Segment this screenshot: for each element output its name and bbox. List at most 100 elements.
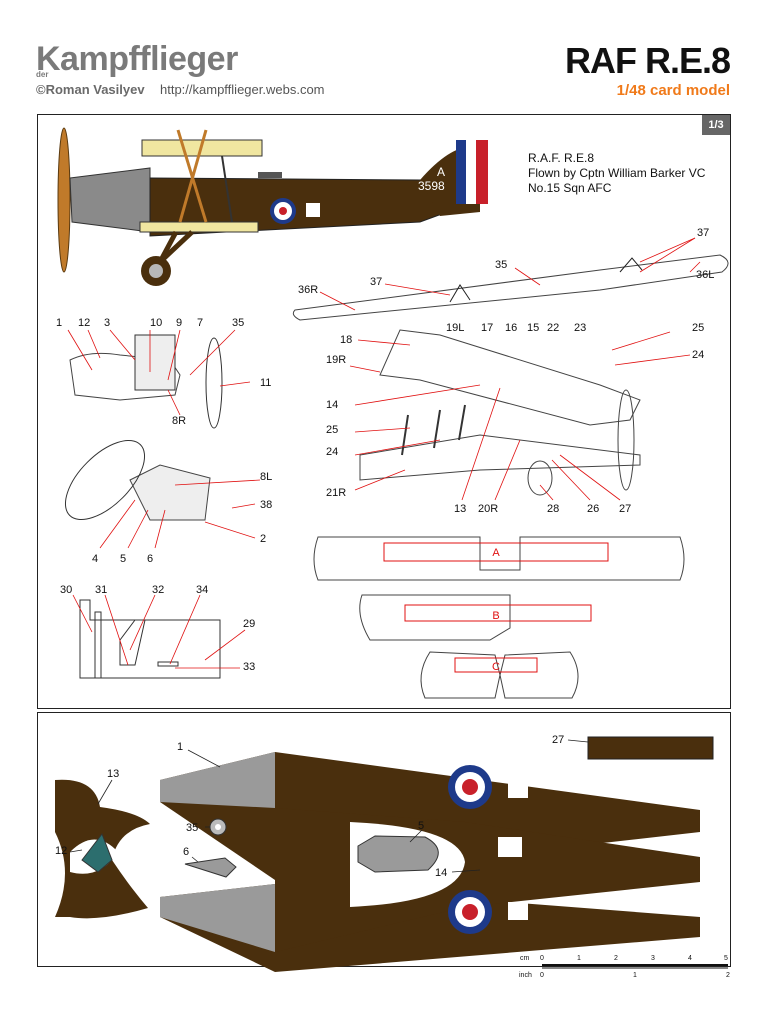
brand-prefix: der	[36, 70, 49, 79]
label-assembly-19r: 19R	[326, 354, 346, 366]
label-assembly-18: 18	[340, 334, 352, 346]
part-6-exhaust	[184, 857, 237, 878]
part-12-windscreen	[81, 832, 113, 873]
template-c-label: C	[492, 661, 500, 673]
label-sheet-1: 1	[177, 741, 183, 753]
scale-inch-2: 2	[726, 972, 730, 979]
label-engine-1: 1	[56, 317, 62, 329]
label-engine-8l: 8L	[260, 471, 272, 483]
label-engine-10: 10	[150, 317, 162, 329]
label-assembly-22: 22	[547, 322, 559, 334]
page-subtitle: 1/48 card model	[616, 82, 730, 99]
label-seat-33: 33	[243, 661, 255, 673]
label-engine-8r: 8R	[172, 415, 186, 427]
top-wing-outline	[292, 254, 729, 321]
caption-line-3: No.15 Sqn AFC	[528, 181, 612, 195]
page-title: RAF R.E.8	[564, 40, 731, 81]
label-assembly-27: 27	[619, 503, 631, 515]
scale-cm-1: 1	[577, 955, 581, 962]
label-engine-7: 7	[197, 317, 203, 329]
label-assembly-23: 23	[574, 322, 586, 334]
roundel-lower	[448, 890, 492, 934]
part-27-axle	[587, 736, 714, 760]
parts-sheet-panel	[37, 712, 731, 967]
label-assembly-19l: 19L	[446, 322, 464, 334]
label-assembly-26: 26	[587, 503, 599, 515]
label-engine-3: 3	[104, 317, 110, 329]
template-b-label: B	[492, 610, 499, 622]
aircraft-caption: R.A.F. R.E.8 Flown by Cptn William Barke…	[528, 151, 705, 196]
aircraft-letter: A	[437, 165, 445, 179]
label-wing-35: 35	[495, 259, 507, 271]
page-badge: 1/3	[702, 115, 730, 135]
roundel-upper	[448, 765, 492, 809]
label-sheet-13: 13	[107, 768, 119, 780]
scale-cm-3: 3	[651, 955, 655, 962]
part-5-cowling	[357, 835, 439, 873]
label-seat-30: 30	[60, 584, 72, 596]
scale-cm-0: 0	[540, 955, 544, 962]
label-seat-32: 32	[152, 584, 164, 596]
label-wing-36r: 36R	[298, 284, 318, 296]
engine-sketch-bottom	[64, 439, 211, 521]
parts-sheet: 1 13 12 35 6 5 14 27 cm inch 0 1 2 3 4 5…	[55, 734, 730, 979]
label-seat-34: 34	[196, 584, 208, 596]
label-wing-37-left: 37	[370, 276, 382, 288]
aircraft-serial: 3598	[418, 179, 445, 193]
label-engine-6: 6	[147, 553, 153, 565]
website-url: http://kampfflieger.webs.com	[160, 82, 325, 97]
label-assembly-16: 16	[505, 322, 517, 334]
label-assembly-25-right: 25	[692, 322, 704, 334]
sheet-part-labels: 1 13 12 35 6 5 14 27	[55, 734, 564, 879]
wing-templates: A B C	[313, 536, 685, 699]
label-assembly-24-left: 24	[326, 446, 338, 458]
label-engine-35: 35	[232, 317, 244, 329]
copyright: ©Roman Vasilyev	[36, 82, 145, 97]
upper-drawings: A 3598	[56, 127, 729, 699]
part-number-labels: 37 35 37 36R 36L 1 12 3 10 9 7 35 11 8R …	[56, 227, 714, 673]
label-sheet-6: 6	[183, 846, 189, 858]
caption-line-1: R.A.F. R.E.8	[528, 151, 595, 165]
sheet-leader-lines	[69, 739, 589, 873]
label-assembly-28: 28	[547, 503, 559, 515]
aircraft-profile: A 3598	[57, 127, 488, 286]
label-assembly-14: 14	[326, 399, 338, 411]
label-wing-37-right: 37	[697, 227, 709, 239]
template-a-label: A	[492, 547, 500, 559]
scale-inch-label: inch	[519, 972, 532, 979]
label-sheet-5: 5	[418, 820, 424, 832]
scale-cm-label: cm	[520, 955, 530, 962]
instructions-panel: 1/3	[37, 114, 731, 709]
label-seat-31: 31	[95, 584, 107, 596]
label-assembly-13: 13	[454, 503, 466, 515]
label-assembly-21r: 21R	[326, 487, 346, 499]
label-seat-29: 29	[243, 618, 255, 630]
label-wing-36l: 36L	[696, 269, 714, 281]
label-sheet-35: 35	[186, 822, 198, 834]
label-assembly-20r: 20R	[478, 503, 498, 515]
label-engine-12: 12	[78, 317, 90, 329]
label-engine-2: 2	[260, 533, 266, 545]
scale-inch-0: 0	[540, 972, 544, 979]
engine-sketch-top	[69, 334, 223, 429]
label-assembly-25-left: 25	[326, 424, 338, 436]
label-engine-11: 11	[260, 377, 271, 389]
label-assembly-24-right: 24	[692, 349, 704, 361]
main-assembly-sketch	[359, 329, 641, 496]
label-engine-5: 5	[120, 553, 126, 565]
leader-lines	[67, 237, 701, 669]
label-assembly-15: 15	[527, 322, 539, 334]
label-sheet-12: 12	[55, 845, 67, 857]
label-assembly-17: 17	[481, 322, 493, 334]
scale-bar: cm inch 0 1 2 3 4 5 0 1 2	[519, 955, 730, 979]
scale-cm-2: 2	[614, 955, 618, 962]
scale-cm-5: 5	[724, 955, 728, 962]
scale-cm-4: 4	[688, 955, 692, 962]
cockpit-floor-template	[79, 599, 221, 679]
label-engine-38: 38	[260, 499, 272, 511]
brand-name: Kampfflieger	[36, 40, 238, 78]
label-engine-4: 4	[92, 553, 98, 565]
scale-inch-1: 1	[633, 972, 637, 979]
caption-line-2: Flown by Cptn William Barker VC	[528, 166, 706, 180]
label-engine-9: 9	[176, 317, 182, 329]
